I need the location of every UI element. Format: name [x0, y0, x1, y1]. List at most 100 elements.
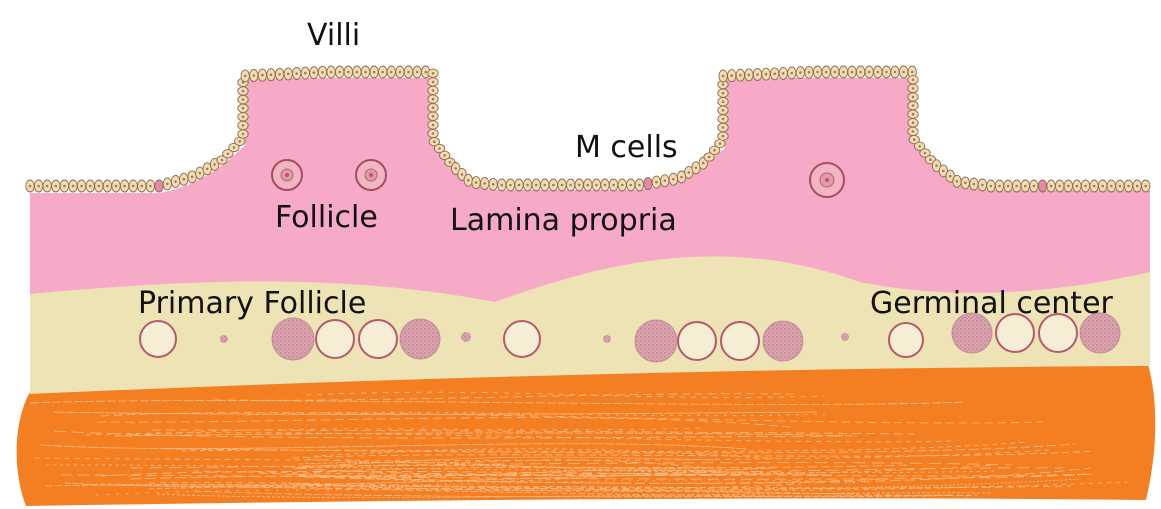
- cell-nucleus: [191, 176, 194, 179]
- cell-nucleus: [664, 179, 667, 182]
- cell-nucleus: [791, 72, 794, 75]
- follicle: [810, 163, 844, 197]
- cell-nucleus: [722, 118, 725, 121]
- cell-nucleus: [868, 71, 871, 74]
- cell-nucleus: [261, 74, 264, 77]
- cell-nucleus: [166, 183, 169, 186]
- cell-nucleus: [407, 71, 410, 74]
- cell-nucleus: [552, 184, 555, 187]
- cell-nucleus: [949, 175, 952, 178]
- cell-nucleus: [816, 71, 819, 74]
- cell-nucleus: [98, 185, 101, 188]
- cell-nucleus: [604, 184, 607, 187]
- cell-nucleus: [356, 71, 359, 74]
- cell-nucleus: [912, 104, 915, 107]
- cell-nucleus: [89, 185, 92, 188]
- cell-nucleus: [1084, 185, 1087, 188]
- primary-follicle: [140, 321, 176, 357]
- cell-nucleus: [424, 71, 427, 74]
- cell-nucleus: [287, 73, 290, 76]
- cell-nucleus: [1127, 185, 1130, 188]
- cell-nucleus: [782, 72, 785, 75]
- cell-nucleus: [432, 132, 435, 135]
- primary-follicle: [316, 320, 354, 358]
- cell-nucleus: [912, 79, 915, 82]
- cell-nucleus: [569, 184, 572, 187]
- cell-nucleus: [483, 182, 486, 185]
- cell-nucleus: [242, 98, 245, 101]
- cell-nucleus: [722, 92, 725, 95]
- cell-nucleus: [902, 71, 905, 74]
- cell-nucleus: [680, 176, 683, 179]
- cell-nucleus: [199, 172, 202, 175]
- cell-nucleus: [1119, 185, 1122, 188]
- cell-nucleus: [825, 71, 828, 74]
- cell-nucleus: [912, 122, 915, 125]
- germinal-center: [272, 318, 314, 360]
- cell-nucleus: [834, 71, 837, 74]
- cell-nucleus: [688, 171, 691, 174]
- cell-nucleus: [467, 179, 470, 182]
- cell-nucleus: [1007, 185, 1010, 188]
- cell-nucleus: [206, 168, 209, 171]
- cell-nucleus: [239, 140, 242, 143]
- cell-nucleus: [443, 154, 446, 157]
- cell-nucleus: [713, 149, 716, 152]
- cell-nucleus: [149, 185, 152, 188]
- cell-nucleus: [454, 167, 457, 170]
- cell-nucleus: [115, 185, 118, 188]
- cell-nucleus: [221, 159, 224, 162]
- cell-nucleus: [1067, 185, 1070, 188]
- cell-nucleus: [347, 71, 350, 74]
- cell-nucleus: [132, 185, 135, 188]
- cell-nucleus: [722, 126, 725, 129]
- cell-nucleus: [475, 181, 478, 184]
- cell-nucleus: [722, 109, 725, 112]
- cell-nucleus: [981, 184, 984, 187]
- cell-nucleus: [964, 182, 967, 185]
- germinal-center: [635, 320, 677, 362]
- cell-nucleus: [722, 83, 725, 86]
- cell-nucleus: [587, 184, 590, 187]
- cell-nucleus: [63, 185, 66, 188]
- cell-nucleus: [432, 98, 435, 101]
- cell-nucleus: [935, 164, 938, 167]
- cell-nucleus: [295, 72, 298, 75]
- primary-follicle: [504, 321, 540, 357]
- cell-nucleus: [1058, 185, 1061, 188]
- cell-nucleus: [912, 96, 915, 99]
- cell-nucleus: [756, 73, 759, 76]
- cell-nucleus: [695, 167, 698, 170]
- cell-nucleus: [492, 183, 495, 186]
- cell-nucleus: [1136, 185, 1139, 188]
- cell-nucleus: [702, 162, 705, 165]
- cell-nucleus: [544, 184, 547, 187]
- cell-nucleus: [183, 178, 186, 181]
- cell-nucleus: [1024, 185, 1027, 188]
- cell-nucleus: [432, 106, 435, 109]
- cell-nucleus: [330, 71, 333, 74]
- m-cell: [644, 178, 652, 190]
- cell-nucleus: [990, 185, 993, 188]
- cell-nucleus: [773, 73, 776, 76]
- cell-nucleus: [449, 161, 452, 164]
- cell-nucleus: [748, 74, 751, 77]
- cell-nucleus: [842, 71, 845, 74]
- cell-nucleus: [55, 185, 58, 188]
- cell-nucleus: [432, 115, 435, 118]
- cell-nucleus: [612, 184, 615, 187]
- cell-nucleus: [270, 73, 273, 76]
- cell-nucleus: [672, 178, 675, 181]
- cell-nucleus: [708, 156, 711, 159]
- cell-nucleus: [722, 135, 725, 138]
- cell-nucleus: [432, 89, 435, 92]
- cell-nucleus: [942, 170, 945, 173]
- cell-nucleus: [461, 173, 464, 176]
- cell-nucleus: [37, 185, 40, 188]
- cell-nucleus: [244, 75, 247, 78]
- cell-nucleus: [956, 180, 959, 183]
- m-cell: [1038, 180, 1046, 192]
- primary-follicle: [678, 322, 716, 360]
- villi-label: Villi: [307, 18, 360, 53]
- cell-nucleus: [390, 71, 393, 74]
